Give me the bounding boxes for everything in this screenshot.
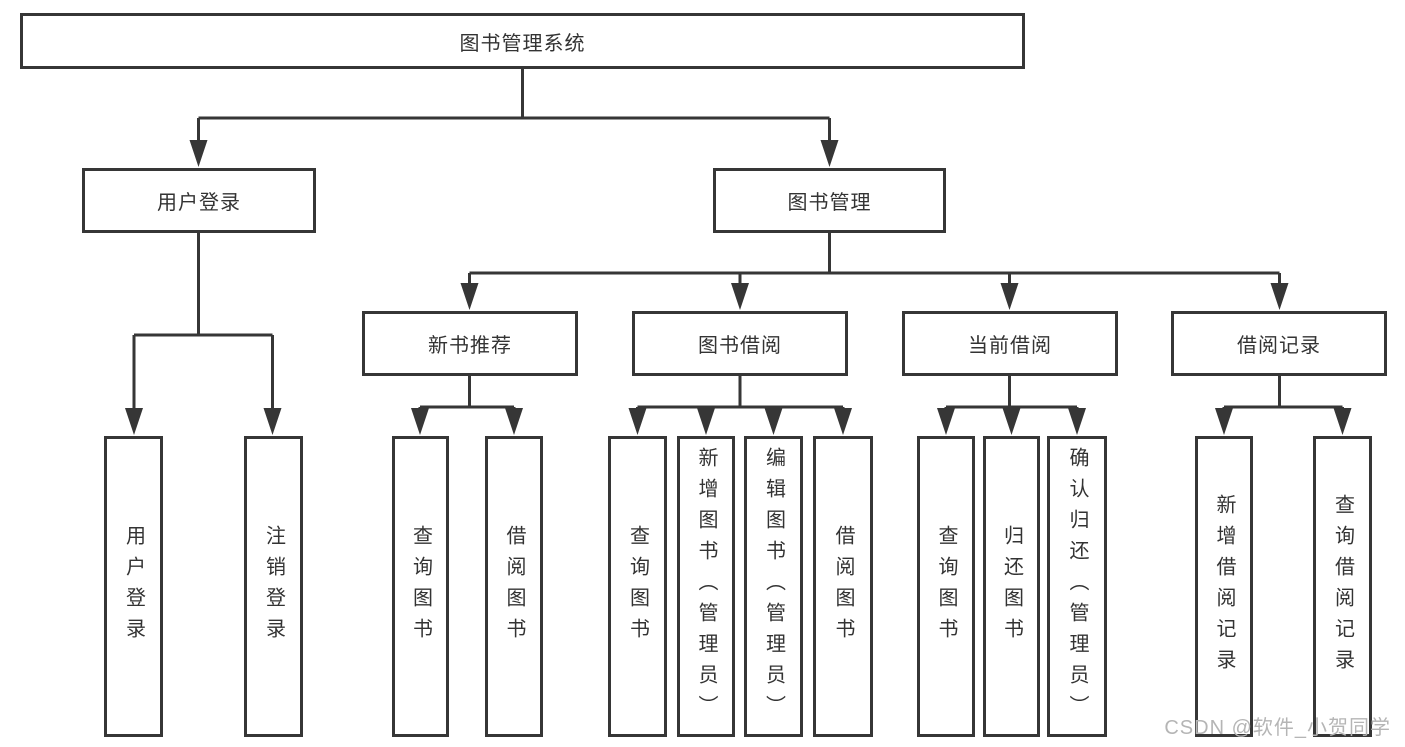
- node-confirm-return-admin: 确认归还（管理员）: [1047, 436, 1107, 737]
- node-label: 确认归还（管理员）: [1066, 447, 1088, 726]
- node-label: 用户登录: [157, 192, 241, 214]
- node-add-books-admin: 新增图书（管理员）: [677, 436, 735, 737]
- node-label: 图书借阅: [698, 335, 782, 357]
- arrow-down-icon: [628, 408, 647, 435]
- node-query-books: 查询图书: [392, 436, 449, 737]
- node-query-books: 查询图书: [608, 436, 667, 737]
- arrow-down-icon: [460, 283, 479, 310]
- connector-line: [132, 68, 1344, 414]
- arrow-down-icon: [1333, 408, 1352, 435]
- node-label: 新书推荐: [428, 335, 512, 357]
- arrow-down-icon: [505, 408, 523, 435]
- arrow-down-icon: [937, 408, 955, 435]
- node-add-borrow-record: 新增借阅记录: [1195, 436, 1253, 737]
- node-label: 归还图书: [1000, 524, 1023, 649]
- csdn-watermark: CSDN @软件_小贺同学: [1164, 717, 1391, 739]
- node-label: 编辑图书（管理员）: [762, 447, 785, 726]
- arrow-down-icon: [1000, 283, 1019, 310]
- arrow-down-icon: [263, 408, 282, 435]
- arrow-down-icon: [834, 408, 852, 435]
- arrow-down-icon: [697, 408, 715, 435]
- node-borrow-books: 借阅图书: [485, 436, 543, 737]
- node-library-management-system: 图书管理系统: [20, 13, 1025, 69]
- arrow-down-icon: [1002, 408, 1021, 435]
- arrow-down-icon: [411, 408, 429, 435]
- node-label: 图书管理: [787, 192, 872, 214]
- node-label: 当前借阅: [968, 335, 1052, 357]
- arrow-down-icon: [1068, 408, 1086, 435]
- node-label: 注销登录: [262, 524, 285, 649]
- node-return-books: 归还图书: [983, 436, 1040, 737]
- node-new-book-recommendation: 新书推荐: [362, 311, 578, 376]
- node-label: 查询图书: [626, 524, 649, 649]
- node-label: 图书管理系统: [459, 32, 586, 55]
- node-book-management: 图书管理: [713, 168, 946, 233]
- node-label: 查询图书: [409, 524, 432, 649]
- node-book-borrowing: 图书借阅: [632, 311, 848, 376]
- node-label: 借阅记录: [1237, 335, 1321, 357]
- node-user-login-leaf: 用户登录: [104, 436, 163, 737]
- node-query-books: 查询图书: [917, 436, 975, 737]
- node-label: 借阅图书: [503, 524, 525, 649]
- node-current-borrowing: 当前借阅: [902, 311, 1118, 376]
- node-logout: 注销登录: [244, 436, 303, 737]
- node-query-borrow-record: 查询借阅记录: [1313, 436, 1372, 737]
- arrow-down-icon: [1215, 408, 1233, 435]
- arrow-down-icon: [189, 140, 208, 167]
- node-label: 新增借阅记录: [1213, 493, 1235, 680]
- node-label: 借阅图书: [832, 524, 854, 649]
- arrow-down-icon: [1270, 283, 1289, 310]
- node-user-login: 用户登录: [82, 168, 316, 233]
- node-label: 用户登录: [122, 524, 145, 649]
- node-label: 查询借阅记录: [1331, 493, 1354, 680]
- arrow-down-icon: [820, 140, 839, 167]
- arrow-down-icon: [764, 408, 783, 435]
- node-borrow-books: 借阅图书: [813, 436, 873, 737]
- arrow-down-icon: [731, 283, 749, 310]
- node-label: 新增图书（管理员）: [695, 447, 717, 726]
- node-borrowing-records: 借阅记录: [1171, 311, 1387, 376]
- node-edit-books-admin: 编辑图书（管理员）: [744, 436, 803, 737]
- node-label: 查询图书: [935, 524, 957, 649]
- arrowheads: [125, 140, 1352, 435]
- arrow-down-icon: [125, 408, 143, 435]
